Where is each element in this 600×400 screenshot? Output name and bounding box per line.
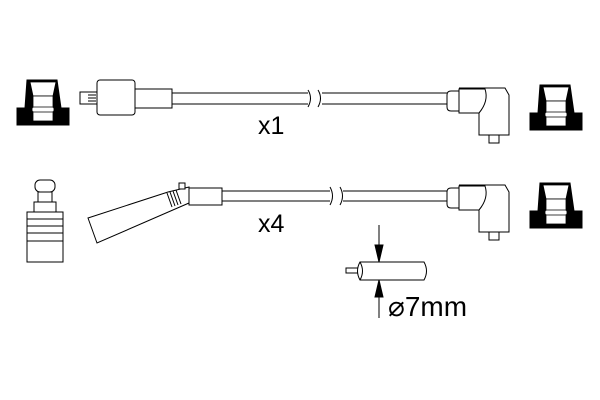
diameter-label: ⌀7mm [388, 291, 467, 322]
top-cable-assembly [16, 79, 583, 144]
straight-connector [87, 182, 223, 244]
bottom-cable-assembly [26, 179, 583, 263]
break-symbol [307, 89, 321, 108]
arrow-up-icon [374, 279, 384, 298]
quantity-label-top: x1 [258, 112, 284, 140]
arrow-down-icon [374, 244, 384, 263]
spark-boot-right-bottom [529, 182, 583, 229]
cable-diameter-detail [345, 225, 427, 318]
spark-boot-right-top [529, 84, 583, 131]
spark-plug-elbow-top [446, 87, 510, 144]
coil-connector-body [96, 79, 136, 116]
spark-plug-elbow-bottom [446, 184, 510, 241]
quantity-label-bottom: x4 [258, 210, 285, 238]
spark-boot-left-top [16, 79, 70, 126]
spark-plug-terminal [26, 179, 64, 263]
